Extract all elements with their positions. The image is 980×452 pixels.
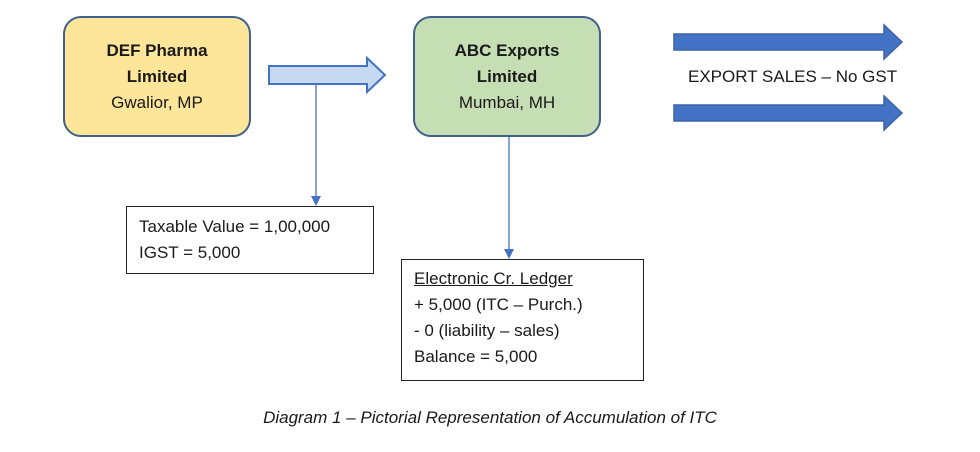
ledger-liability-line: - 0 (liability – sales) bbox=[414, 321, 560, 340]
def-name-line1: DEF Pharma bbox=[106, 40, 208, 60]
export-arrow-top bbox=[673, 23, 904, 61]
flow-arrow-def-to-abc bbox=[268, 55, 387, 95]
def-location: Gwalior, MP bbox=[111, 92, 203, 112]
ledger-title: Electronic Cr. Ledger bbox=[414, 269, 573, 288]
connector-ledger-arrowhead bbox=[504, 249, 514, 259]
electronic-credit-ledger-box: Electronic Cr. Ledger + 5,000 (ITC – Pur… bbox=[401, 259, 644, 381]
node-abc-exports: ABC Exports Limited Mumbai, MH bbox=[413, 16, 601, 137]
export-sales-label: EXPORT SALES – No GST bbox=[688, 67, 898, 86]
igst-line: IGST = 5,000 bbox=[139, 243, 241, 262]
node-def-pharma: DEF Pharma Limited Gwalior, MP bbox=[63, 16, 251, 137]
export-arrow-bottom bbox=[673, 94, 904, 132]
abc-name-line2: Limited bbox=[476, 66, 538, 86]
diagram-caption: Diagram 1 – Pictorial Representation of … bbox=[263, 408, 717, 427]
purchase-invoice-box: Taxable Value = 1,00,000 IGST = 5,000 bbox=[126, 206, 374, 274]
taxable-value-line: Taxable Value = 1,00,000 bbox=[139, 217, 331, 236]
ledger-itc-line: + 5,000 (ITC – Purch.) bbox=[414, 295, 583, 314]
abc-name-line1: ABC Exports bbox=[454, 40, 560, 60]
def-name-line2: Limited bbox=[126, 66, 188, 86]
ledger-balance-line: Balance = 5,000 bbox=[414, 347, 538, 366]
abc-location: Mumbai, MH bbox=[458, 92, 556, 112]
connector-purchase-arrowhead bbox=[311, 196, 321, 206]
